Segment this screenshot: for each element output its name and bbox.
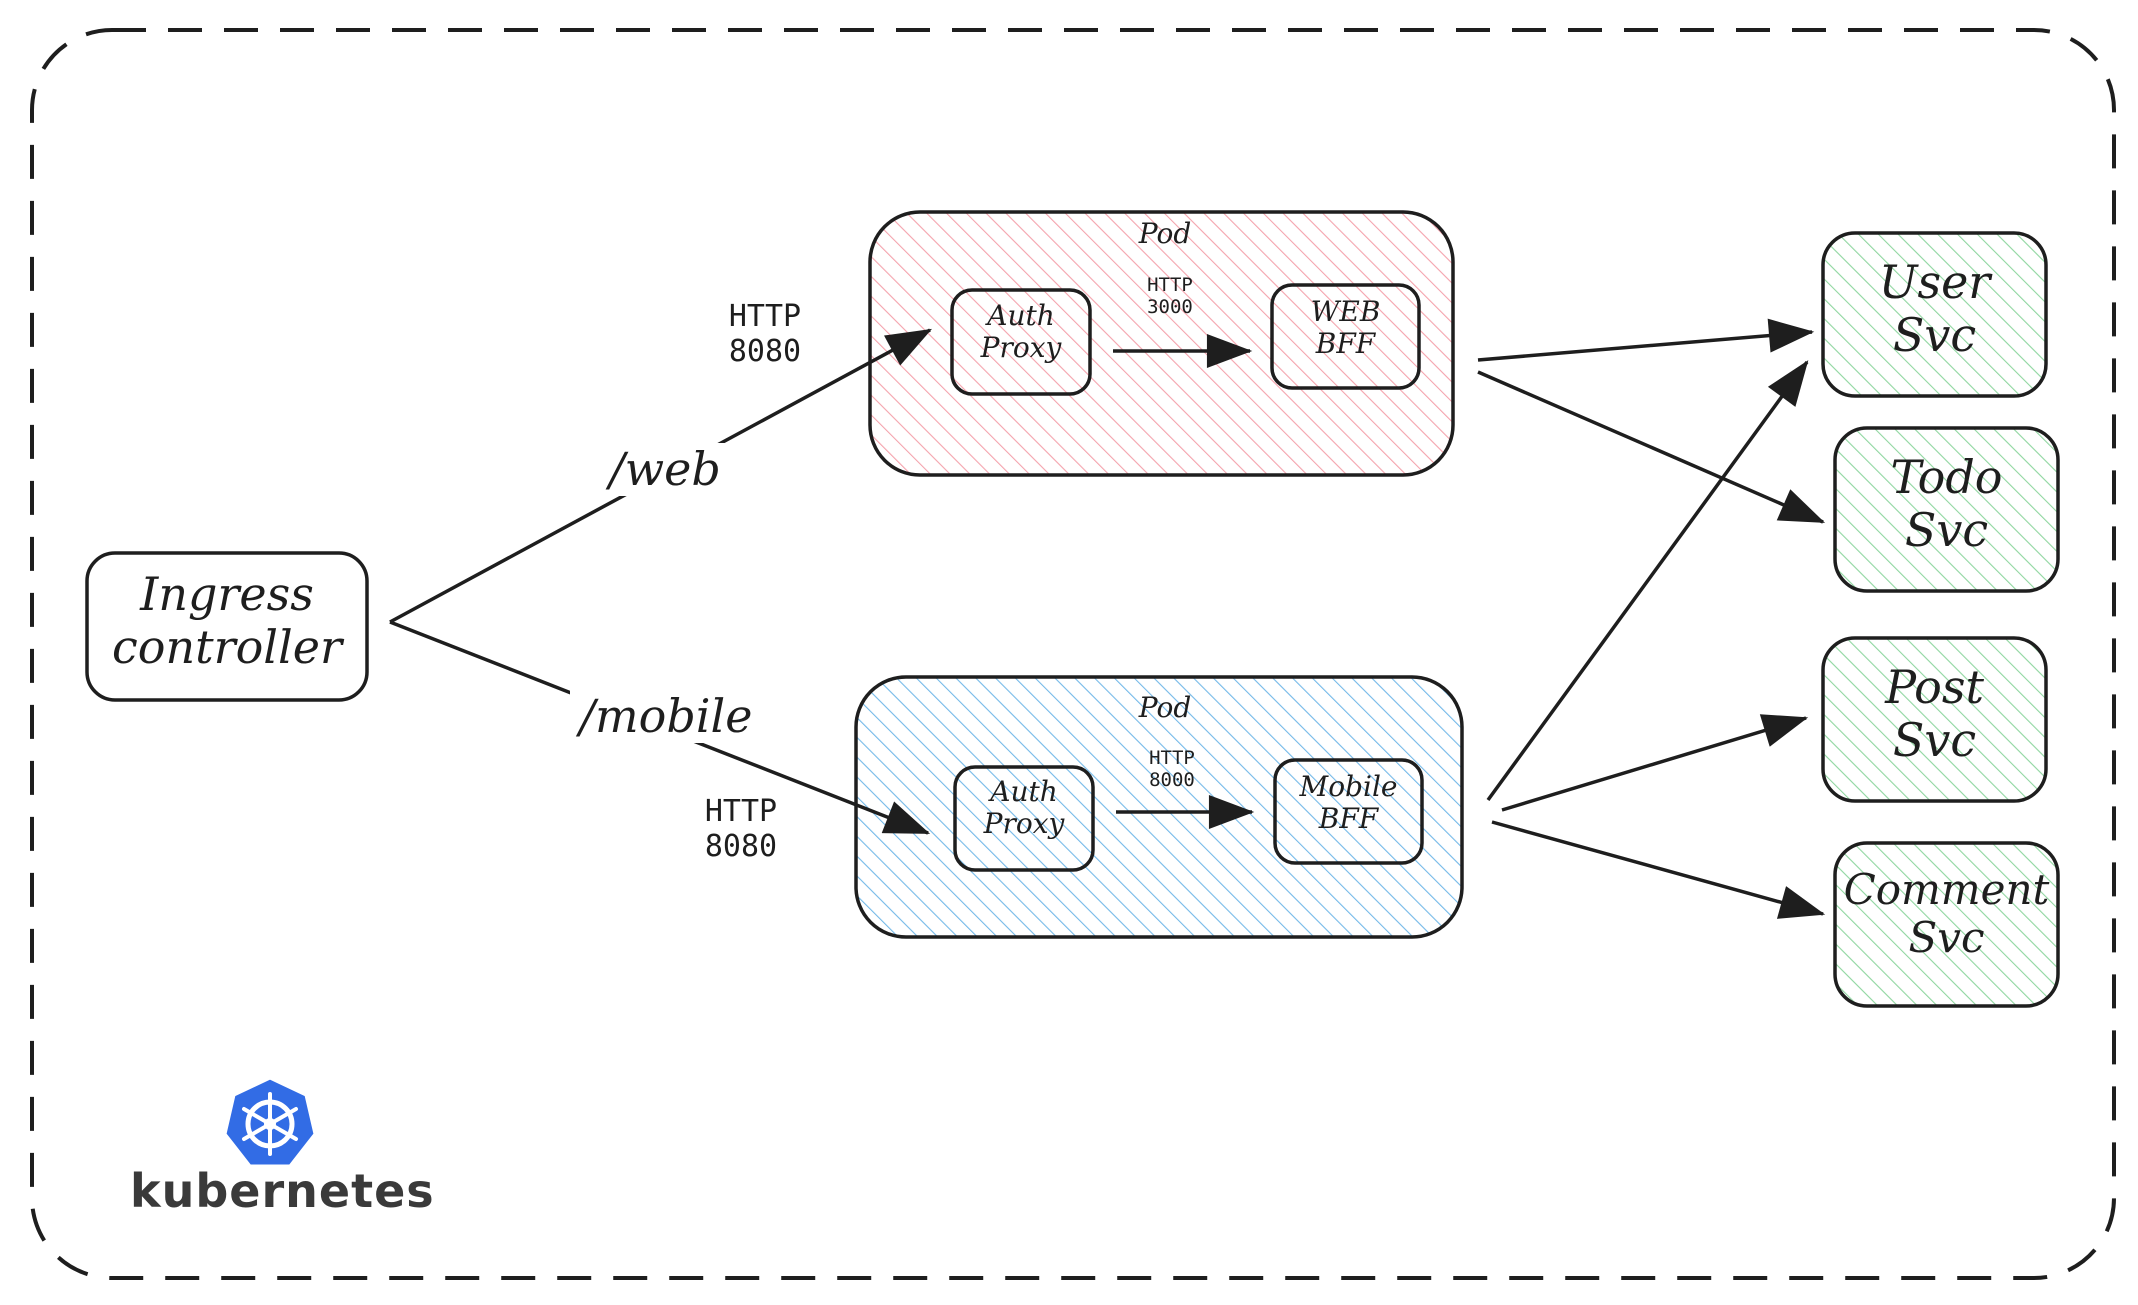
- web-pod-box[interactable]: [868, 210, 1455, 477]
- mobile-route-label: /mobile: [570, 690, 762, 743]
- cluster-boundary: [30, 28, 2116, 1280]
- mobile-ingress-port-label: HTTP 8080: [704, 794, 778, 864]
- kubernetes-wordmark: kubernetes: [130, 1164, 435, 1218]
- web-auth-proxy-label: Auth Proxy: [980, 299, 1062, 365]
- todo-svc-label: Todo Svc: [1890, 450, 2003, 557]
- web-pod-label: Pod: [1138, 217, 1192, 250]
- web-bff-label: WEB BFF: [1310, 295, 1381, 361]
- arrow-mobile-bff-to-post: [1501, 714, 1809, 812]
- user-svc-box[interactable]: [1821, 231, 2048, 398]
- mobile-internal-port-label: HTTP 8000: [1149, 747, 1195, 791]
- web-auth-proxy-box[interactable]: [950, 288, 1092, 396]
- post-svc-box[interactable]: [1821, 636, 2048, 803]
- kubernetes-helm-icon: [223, 1076, 317, 1168]
- mobile-bff-box[interactable]: [1273, 758, 1424, 865]
- ingress-controller-label: Ingress controller: [112, 567, 342, 674]
- ingress-controller-box[interactable]: [85, 551, 369, 702]
- mobile-pod-label: Pod: [1138, 691, 1192, 724]
- arrow-web-bff-to-todo: [1477, 370, 1826, 524]
- user-svc-label: User Svc: [1878, 255, 1991, 362]
- web-internal-port-label: HTTP 3000: [1147, 274, 1193, 318]
- comment-svc-label: Comment Svc: [1843, 865, 2050, 963]
- web-bff-box[interactable]: [1270, 283, 1421, 390]
- web-ingress-port-label: HTTP 8080: [728, 299, 802, 369]
- arrow-web-bff-to-user: [1477, 318, 1815, 362]
- arrow-mobile-bff-to-comment: [1491, 820, 1826, 919]
- mobile-pod-box[interactable]: [854, 675, 1464, 939]
- mobile-auth-proxy-box[interactable]: [953, 765, 1095, 872]
- mobile-auth-proxy-label: Auth Proxy: [983, 775, 1065, 841]
- comment-svc-box[interactable]: [1833, 841, 2060, 1008]
- post-svc-label: Post Svc: [1885, 660, 1984, 767]
- web-route-label: /web: [594, 443, 736, 496]
- arrow-mobile-bff-to-user: [1486, 360, 1809, 802]
- mobile-bff-label: Mobile BFF: [1299, 770, 1398, 836]
- todo-svc-box[interactable]: [1833, 426, 2060, 593]
